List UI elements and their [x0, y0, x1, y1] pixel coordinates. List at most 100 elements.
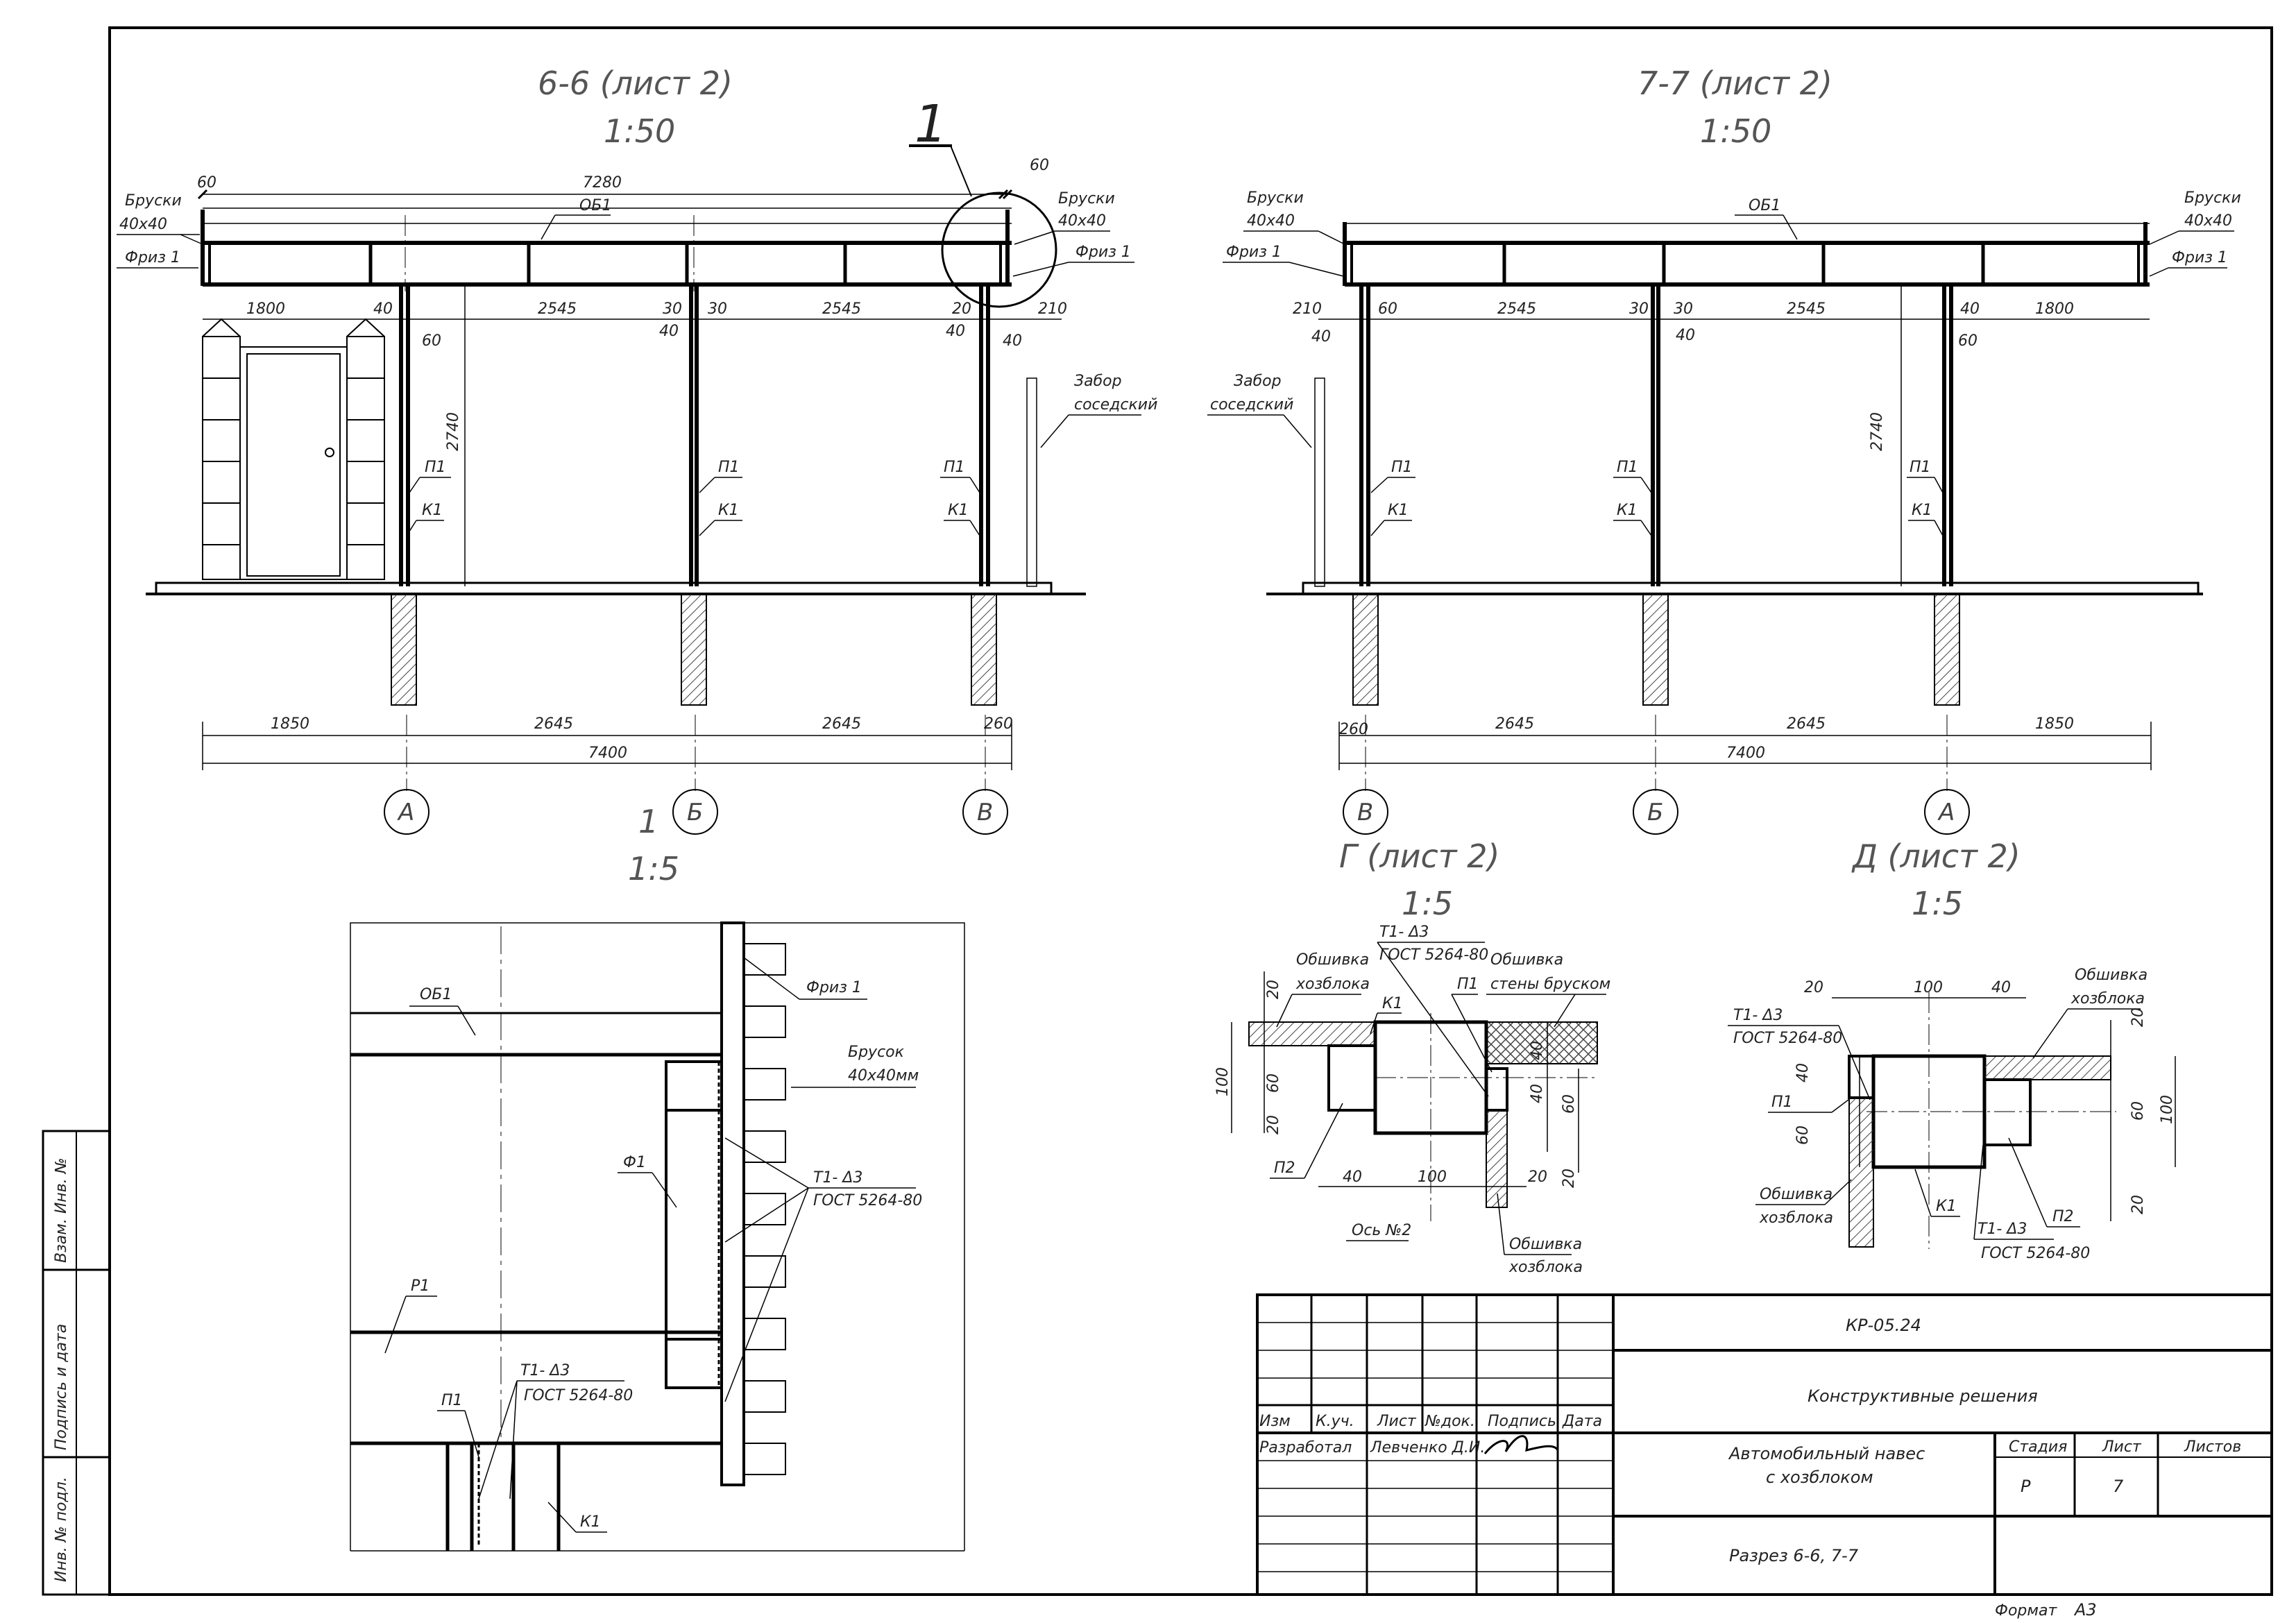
dg-label-k1: К1 — [1382, 995, 1403, 1012]
dim-20: 20 — [952, 300, 971, 318]
stamp-stage: Р — [2021, 1477, 2031, 1496]
dd-dim-60r: 60 — [2129, 1101, 2147, 1121]
side-label-inv: Инв. № подл. — [53, 1477, 70, 1582]
section-6-6: 6-6 (лист 2) 1:50 1 7280 — [117, 65, 1157, 835]
stamp-drawing: Разрез 6-6, 7-7 — [1729, 1546, 1859, 1565]
label-k1-a: К1 — [422, 502, 443, 519]
d1-label-gost2: ГОСТ 5264-80 — [524, 1387, 633, 1404]
dim-40-a: 40 — [373, 300, 393, 318]
shed-wall — [202, 318, 385, 580]
stamp-format: А3 — [2073, 1600, 2097, 1620]
label7-p1-b: П1 — [1617, 459, 1638, 476]
stamp-h-data: Дата — [1562, 1413, 1602, 1430]
label-friz-right: Фриз 1 — [1075, 244, 1131, 261]
dg-label-obsh2: Обшивка — [1509, 1236, 1582, 1253]
label-p1-b: П1 — [718, 459, 740, 476]
side-label-vzam: Взам. Инв. № — [53, 1157, 70, 1263]
detail-d-title: Д (лист 2) — [1851, 838, 2021, 875]
dd-label-k1: К1 — [1936, 1198, 1957, 1215]
label-ob1: ОБ1 — [579, 197, 611, 214]
label-bruski-size-7: 40х40 — [1247, 212, 1295, 230]
dg-label-p2: П2 — [1274, 1159, 1295, 1177]
axis-a: А — [397, 799, 414, 826]
stamp-signature — [1483, 1435, 1559, 1454]
label7-k1-c: К1 — [1912, 502, 1932, 519]
label7-p1-c: П1 — [1910, 459, 1931, 476]
label-ob1-7: ОБ1 — [1749, 197, 1780, 214]
label-bruski: Бруски — [125, 192, 182, 210]
section-7-7: 7-7 (лист 2) 1:50 Бруски 40х40 Фриз 1 ОБ… — [1207, 65, 2241, 835]
dd-label-hoz1: хозблока — [2070, 990, 2145, 1008]
dd-dim-60l: 60 — [1794, 1125, 1812, 1145]
dd-dim-40: 40 — [1991, 979, 2011, 996]
dim7-2740: 2740 — [1869, 412, 1886, 451]
label-zabor: Забор — [1074, 373, 1122, 390]
dd-label-gost: ГОСТ 5264-80 — [1733, 1030, 1842, 1047]
side-stamp: Взам. Инв. № Подпись и дата Инв. № подл. — [42, 1130, 111, 1596]
dim7-60-b: 60 — [1958, 332, 1978, 350]
dg-label-obsh-st: Обшивка — [1490, 951, 1563, 969]
section-6-title: 6-6 (лист 2) — [538, 65, 733, 102]
dim-260: 260 — [984, 715, 1013, 733]
label7-sosed: соседский — [1210, 396, 1293, 414]
stamp-sheet: 7 — [2113, 1477, 2124, 1496]
section-7-title: 7-7 (лист 2) — [1638, 65, 1832, 102]
dim-60-right: 60 — [1030, 157, 1049, 174]
stamp-h-kuch: К.уч. — [1316, 1413, 1354, 1430]
label-k1-c: К1 — [948, 502, 969, 519]
dim-1800: 1800 — [246, 300, 285, 318]
dg-label-os: Ось №2 — [1352, 1222, 1411, 1239]
title-block: КР-05.24 Конструктивные решения Изм К.уч… — [1256, 1293, 2273, 1620]
dg-dim-20h: 20 — [1528, 1169, 1547, 1186]
label-sosed: соседский — [1074, 396, 1157, 414]
dim7-1850: 1850 — [2035, 715, 2074, 733]
detail-1-scale: 1:5 — [628, 850, 679, 887]
dd-label-p2: П2 — [2052, 1208, 2074, 1225]
dim7-1800: 1800 — [2035, 300, 2074, 318]
dg-label-hoz2: хозблока — [1508, 1259, 1583, 1276]
dim-30-a: 30 — [663, 300, 682, 318]
dd-dim-100r: 100 — [2159, 1095, 2176, 1124]
dim-60-left: 60 — [197, 174, 216, 192]
stamp-sheet-label: Лист — [2102, 1438, 2142, 1456]
stamp-developed-role: Разработал — [1259, 1439, 1352, 1456]
dim-7280: 7280 — [583, 174, 622, 192]
dim7-2645-a: 2645 — [1495, 715, 1534, 733]
dg-label-obsh1: Обшивка — [1296, 951, 1369, 969]
dim-2645-b: 2645 — [822, 715, 861, 733]
stamp-h-ndok: №док. — [1425, 1413, 1475, 1430]
label-friz: Фриз 1 — [125, 249, 180, 266]
d1-label-p1: П1 — [441, 1392, 463, 1409]
d1-label-weld: Т1- Δ3 — [813, 1169, 862, 1187]
stamp-format-label: Формат — [1995, 1602, 2057, 1620]
dg-label-gost: ГОСТ 5264-80 — [1379, 946, 1488, 964]
d1-label-weld2: Т1- Δ3 — [520, 1362, 570, 1379]
dg-dim-100v: 100 — [1214, 1067, 1232, 1096]
dg-dim-40r: 40 — [1529, 1041, 1546, 1060]
dd-dim-100: 100 — [1914, 979, 1943, 996]
dim7-7400: 7400 — [1726, 745, 1765, 762]
dg-label-p1: П1 — [1457, 976, 1479, 993]
dd-label-weld: Т1- Δ3 — [1733, 1007, 1783, 1024]
dim7-2545-b: 2545 — [1787, 300, 1826, 318]
dg-dim-40r2: 40 — [1529, 1084, 1546, 1103]
label-bruski-size-right: 40х40 — [1058, 212, 1106, 230]
dd-dim-20r: 20 — [2129, 1008, 2147, 1027]
dd-label-obsh2: Обшивка — [1760, 1186, 1832, 1203]
dd-label-gost2: ГОСТ 5264-80 — [1981, 1245, 2090, 1262]
label-p1-a: П1 — [425, 459, 446, 476]
label-bruski-7: Бруски — [1247, 189, 1304, 207]
dim7-60-a: 60 — [1378, 300, 1397, 318]
dim7-40-c: 40 — [1676, 327, 1695, 344]
dg-dim-60r: 60 — [1561, 1094, 1578, 1114]
label-bruski-right: Бруски — [1058, 190, 1115, 207]
label-bruski-7-right: Бруски — [2184, 189, 2241, 207]
dim7-2645-b: 2645 — [1787, 715, 1826, 733]
d1-label-r1: Р1 — [411, 1277, 430, 1295]
dg-dim-60v: 60 — [1265, 1073, 1282, 1093]
d1-label-ob1: ОБ1 — [420, 986, 452, 1003]
label7-k1-a: К1 — [1388, 502, 1409, 519]
dg-dim-20a: 20 — [1265, 980, 1282, 999]
dim-30-b: 30 — [708, 300, 727, 318]
detail-1: 1 1:5 ОБ1 — [350, 803, 965, 1552]
